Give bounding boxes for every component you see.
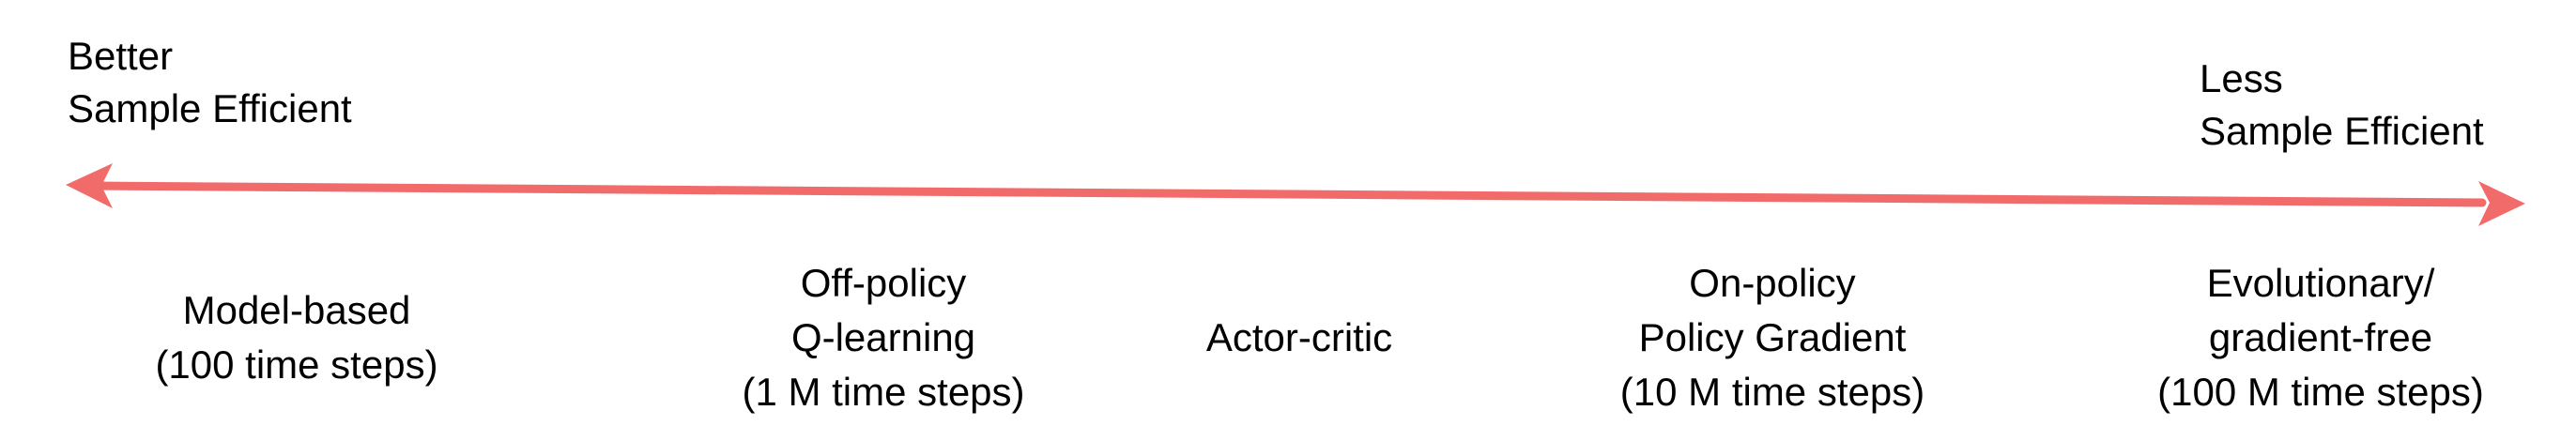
method-model-based-line1: Model-based bbox=[182, 288, 411, 332]
end-left-line2: Sample Efficient bbox=[68, 86, 352, 130]
method-actor-critic-line1: Actor-critic bbox=[1205, 315, 1393, 359]
method-on-policy-line3: (10 M time steps) bbox=[1619, 370, 1925, 414]
method-off-policy-line1: Off-policy bbox=[800, 261, 967, 305]
axis-line bbox=[89, 181, 2487, 207]
end-left-line1: Better bbox=[68, 34, 174, 78]
arrow-left-head bbox=[66, 163, 113, 208]
end-right-line1: Less bbox=[2200, 56, 2283, 100]
less-sample-efficient-label: Less Sample Efficient bbox=[2200, 53, 2484, 158]
method-off-policy-line2: Q-learning bbox=[790, 315, 976, 359]
method-evolutionary: Evolutionary/ gradient-free (100 M time … bbox=[2157, 253, 2484, 422]
end-right-line2: Sample Efficient bbox=[2200, 109, 2484, 153]
arrow-right-head bbox=[2478, 181, 2525, 226]
method-off-policy-line3: (1 M time steps) bbox=[742, 370, 1025, 414]
method-model-based: Model-based (100 time steps) bbox=[155, 253, 437, 422]
method-evolutionary-line2: gradient-free bbox=[2208, 315, 2433, 359]
method-evolutionary-line1: Evolutionary/ bbox=[2206, 261, 2435, 305]
method-model-based-line2: (100 time steps) bbox=[155, 342, 438, 387]
method-on-policy: On-policy Policy Gradient (10 M time ste… bbox=[1620, 253, 1924, 422]
method-off-policy: Off-policy Q-learning (1 M time steps) bbox=[742, 253, 1024, 422]
method-on-policy-line1: On-policy bbox=[1689, 261, 1856, 305]
method-on-policy-line2: Policy Gradient bbox=[1638, 315, 1907, 359]
method-evolutionary-line3: (100 M time steps) bbox=[2157, 370, 2484, 414]
method-actor-critic: Actor-critic bbox=[1206, 253, 1392, 422]
better-sample-efficient-label: Better Sample Efficient bbox=[68, 30, 352, 135]
